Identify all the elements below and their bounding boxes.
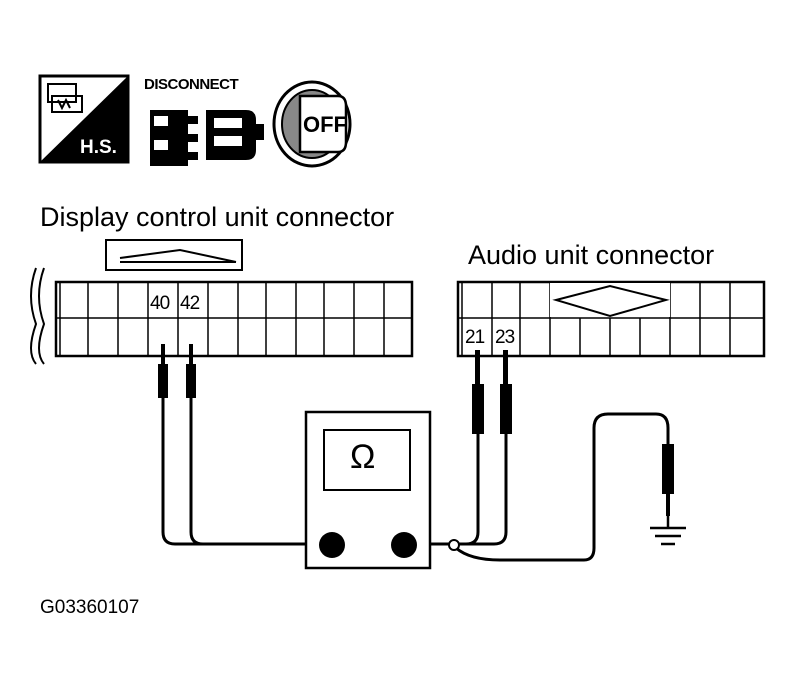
probe-right-b	[500, 350, 512, 434]
pin-label-21: 21	[465, 327, 485, 348]
audio-connector-title: Audio unit connector	[468, 240, 715, 270]
probe-left-b	[186, 344, 196, 398]
ohm-symbol: Ω	[350, 438, 376, 476]
ground-probe	[662, 444, 674, 516]
meter-terminal-com	[319, 532, 345, 558]
probe-right-a	[472, 350, 484, 434]
ground-symbol	[650, 516, 686, 546]
wire-junction	[448, 539, 460, 551]
display-connector-title: Display control unit connector	[40, 202, 395, 232]
display-connector	[30, 239, 414, 365]
disconnect-icon	[150, 110, 264, 166]
hs-badge-label: H.S.	[80, 137, 117, 158]
pin-label-23: 23	[495, 327, 515, 348]
ignition-off-label: OFF	[303, 112, 347, 137]
meter-terminal-ohm	[391, 532, 417, 558]
audio-connector	[456, 280, 766, 358]
probe-left-a	[158, 344, 168, 398]
pin-label-42: 42	[180, 293, 200, 314]
figure-id: G03360107	[40, 597, 140, 618]
pin-label-40: 40	[150, 293, 170, 314]
ohmmeter	[304, 410, 432, 570]
test-leads	[161, 398, 670, 562]
harness-service-icon	[38, 74, 130, 164]
ignition-off-icon	[272, 80, 352, 168]
disconnect-label: DISCONNECT	[144, 76, 239, 93]
